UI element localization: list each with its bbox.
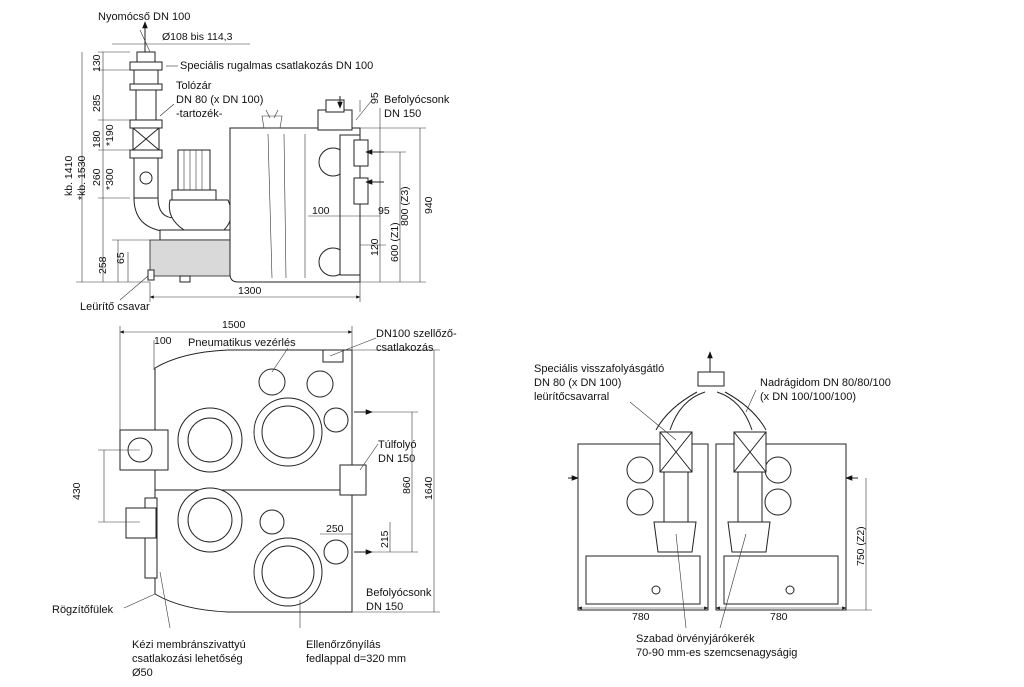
label-pipe-diameter: Ø108 bis 114,3 bbox=[162, 31, 233, 43]
label-gate-valve-2: DN 80 (x DN 100) bbox=[176, 94, 263, 106]
label-check-valve-3: leürítőcsavarral bbox=[534, 391, 609, 403]
dim-65: 65 bbox=[115, 252, 127, 264]
label-vent-1: DN100 szellőző- bbox=[376, 328, 457, 340]
dim-260: 260 bbox=[91, 168, 103, 186]
dim-1640: 1640 bbox=[423, 476, 435, 500]
dim-kb-1530: *kb. 1530 bbox=[76, 155, 88, 200]
dim-750-z2: 750 (Z2) bbox=[855, 526, 867, 566]
label-inlet-side-1: Befolyócsonk bbox=[384, 94, 450, 106]
label-inspection-2: fedlappal d=320 mm bbox=[306, 653, 406, 665]
dim-130: 130 bbox=[91, 54, 103, 72]
label-inspection-1: Ellenőrzőnyílás bbox=[306, 639, 381, 651]
label-pump-1: Kézi membránszivattyú bbox=[132, 639, 246, 651]
label-flex-connection: Speciális rugalmas csatlakozás DN 100 bbox=[180, 60, 373, 72]
dim-300: *300 bbox=[104, 168, 116, 190]
label-gate-valve-1: Tolózár bbox=[176, 80, 212, 92]
label-fixing-lugs: Rögzítőfülek bbox=[52, 604, 114, 616]
top-view bbox=[98, 326, 440, 629]
dim-95-mid: 95 bbox=[378, 205, 390, 217]
dim-258: 258 bbox=[97, 256, 109, 274]
label-inlet-side-2: DN 150 bbox=[384, 108, 421, 120]
label-check-valve-1: Speciális visszafolyásgátló bbox=[534, 363, 664, 375]
dim-100-side: 100 bbox=[312, 205, 330, 217]
label-inlet-top-2: DN 150 bbox=[366, 601, 403, 613]
dim-780-right: 780 bbox=[770, 611, 788, 623]
label-pump-3: Ø50 bbox=[132, 667, 153, 679]
label-y-pipe-2: (x DN 100/100/100) bbox=[760, 391, 856, 403]
label-inlet-top-1: Befolyócsonk bbox=[366, 587, 432, 599]
dim-215: 215 bbox=[379, 530, 391, 548]
dim-780-left: 780 bbox=[632, 611, 650, 623]
side-view bbox=[76, 21, 426, 302]
dim-800-z3: 800 (Z3) bbox=[399, 186, 411, 226]
dim-860: 860 bbox=[401, 476, 413, 494]
label-drain-screw: Leürítő csavar bbox=[80, 301, 150, 313]
label-pump-2: csatlakozási lehetőség bbox=[132, 653, 243, 665]
dim-1500: 1500 bbox=[222, 319, 246, 331]
dim-190: *190 bbox=[104, 124, 116, 146]
dim-940: 940 bbox=[423, 196, 435, 214]
dim-kb-1410: kb. 1410 bbox=[63, 156, 75, 196]
dim-95-top: 95 bbox=[369, 92, 381, 104]
label-pressure-pipe: Nyomócső DN 100 bbox=[98, 11, 190, 23]
label-overflow-2: DN 150 bbox=[378, 453, 415, 465]
dim-250: 250 bbox=[326, 523, 344, 535]
label-pneumatic: Pneumatikus vezérlés bbox=[188, 337, 296, 349]
label-overflow-1: Túlfolyó bbox=[378, 439, 417, 451]
label-vent-2: csatlakozás bbox=[376, 342, 434, 354]
dim-1300: 1300 bbox=[238, 285, 262, 297]
dim-430: 430 bbox=[71, 482, 83, 500]
dim-120: 120 bbox=[369, 238, 381, 256]
dim-100-top: 100 bbox=[154, 335, 172, 347]
label-check-valve-2: DN 80 (x DN 100) bbox=[534, 377, 621, 389]
dim-600-z1: 600 (Z1) bbox=[389, 222, 401, 262]
label-y-pipe-1: Nadrágidom DN 80/80/100 bbox=[760, 377, 891, 389]
label-gate-valve-3: -tartozék- bbox=[176, 108, 223, 120]
dim-285: 285 bbox=[91, 94, 103, 112]
front-view bbox=[568, 351, 872, 629]
dim-180: 180 bbox=[91, 130, 103, 148]
label-impeller-2: 70-90 mm-es szemcsenagyságig bbox=[636, 647, 797, 659]
label-impeller-1: Szabad örvényjárókerék bbox=[636, 633, 755, 645]
